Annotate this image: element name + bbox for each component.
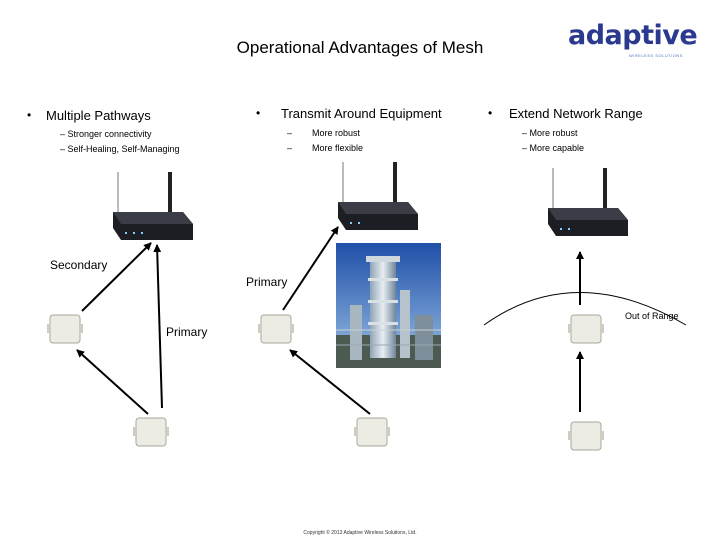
arrow-primary-middle [282, 226, 339, 311]
sensor-node-icon [568, 314, 604, 344]
range-arc [483, 292, 687, 326]
col1-item-1: – Stronger connectivity [60, 129, 152, 139]
router-icon [338, 162, 418, 230]
sensor-node-icon [258, 314, 294, 344]
arrow-node-to-node [76, 349, 149, 415]
adaptive-logo: adaptive [568, 20, 698, 51]
label-secondary: Secondary [50, 258, 108, 272]
sensor-node-icon [354, 417, 390, 447]
sensor-node-icon [568, 421, 604, 451]
col3-item-2: – More capable [522, 143, 585, 153]
arrow-secondary [81, 242, 152, 312]
logo-tagline: WIRELESS SOLUTIONS [629, 53, 683, 58]
label-out-of-range: Out of Range [625, 311, 679, 321]
heading-extend-network-range: Extend Network Range [509, 106, 643, 121]
bullet-1: • [27, 108, 32, 122]
heading-multiple-pathways: Multiple Pathways [46, 108, 151, 123]
router-icon [548, 168, 628, 236]
col1-item-2: – Self-Healing, Self-Managing [60, 144, 180, 154]
sensor-node-icon [133, 417, 169, 447]
slide-title: Operational Advantages of Mesh [236, 38, 484, 57]
heading-transmit-around-equipment: Transmit Around Equipment [281, 106, 442, 121]
col2-dash-2: – [287, 143, 293, 153]
bullet-2: • [256, 106, 261, 120]
col2-item-1: More robust [312, 128, 361, 138]
router-icon [113, 172, 193, 240]
label-primary-middle: Primary [246, 275, 288, 289]
arrow-around-equipment [289, 349, 371, 415]
arrow-primary-left [153, 244, 163, 409]
bullet-3: • [488, 106, 493, 120]
col2-dash-1: – [287, 128, 293, 138]
refinery-photo [336, 243, 441, 368]
col3-item-1: – More robust [522, 128, 578, 138]
label-primary-left: Primary [166, 325, 208, 339]
col2-item-2: More flexible [312, 143, 364, 153]
copyright: Copyright © 2013 Adaptive Wireless Solut… [303, 530, 417, 536]
sensor-node-icon [47, 314, 83, 344]
